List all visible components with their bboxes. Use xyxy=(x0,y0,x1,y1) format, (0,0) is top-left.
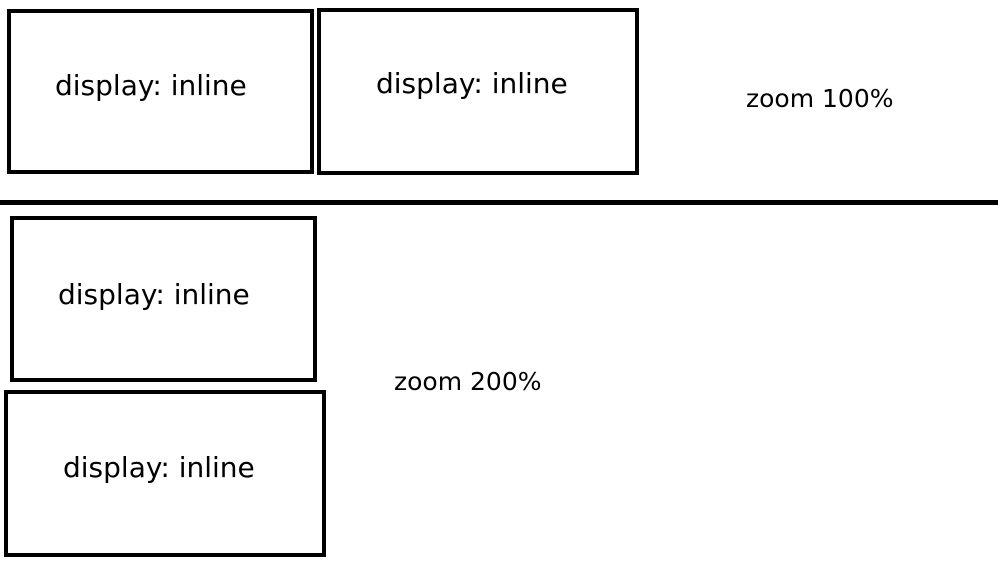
zoom-200-label: zoom 200% xyxy=(394,367,542,396)
inline-box-label: display: inline xyxy=(58,278,250,311)
inline-box-label: display: inline xyxy=(63,451,255,484)
inline-box-label: display: inline xyxy=(55,69,247,102)
section-divider xyxy=(0,200,998,205)
inline-box-label: display: inline xyxy=(376,67,568,100)
inline-box-bottom-2 xyxy=(4,390,326,557)
inline-box-top-2 xyxy=(317,8,639,175)
zoom-100-label: zoom 100% xyxy=(746,84,894,113)
inline-box-top-1 xyxy=(7,9,314,174)
inline-box-bottom-1 xyxy=(10,216,317,382)
